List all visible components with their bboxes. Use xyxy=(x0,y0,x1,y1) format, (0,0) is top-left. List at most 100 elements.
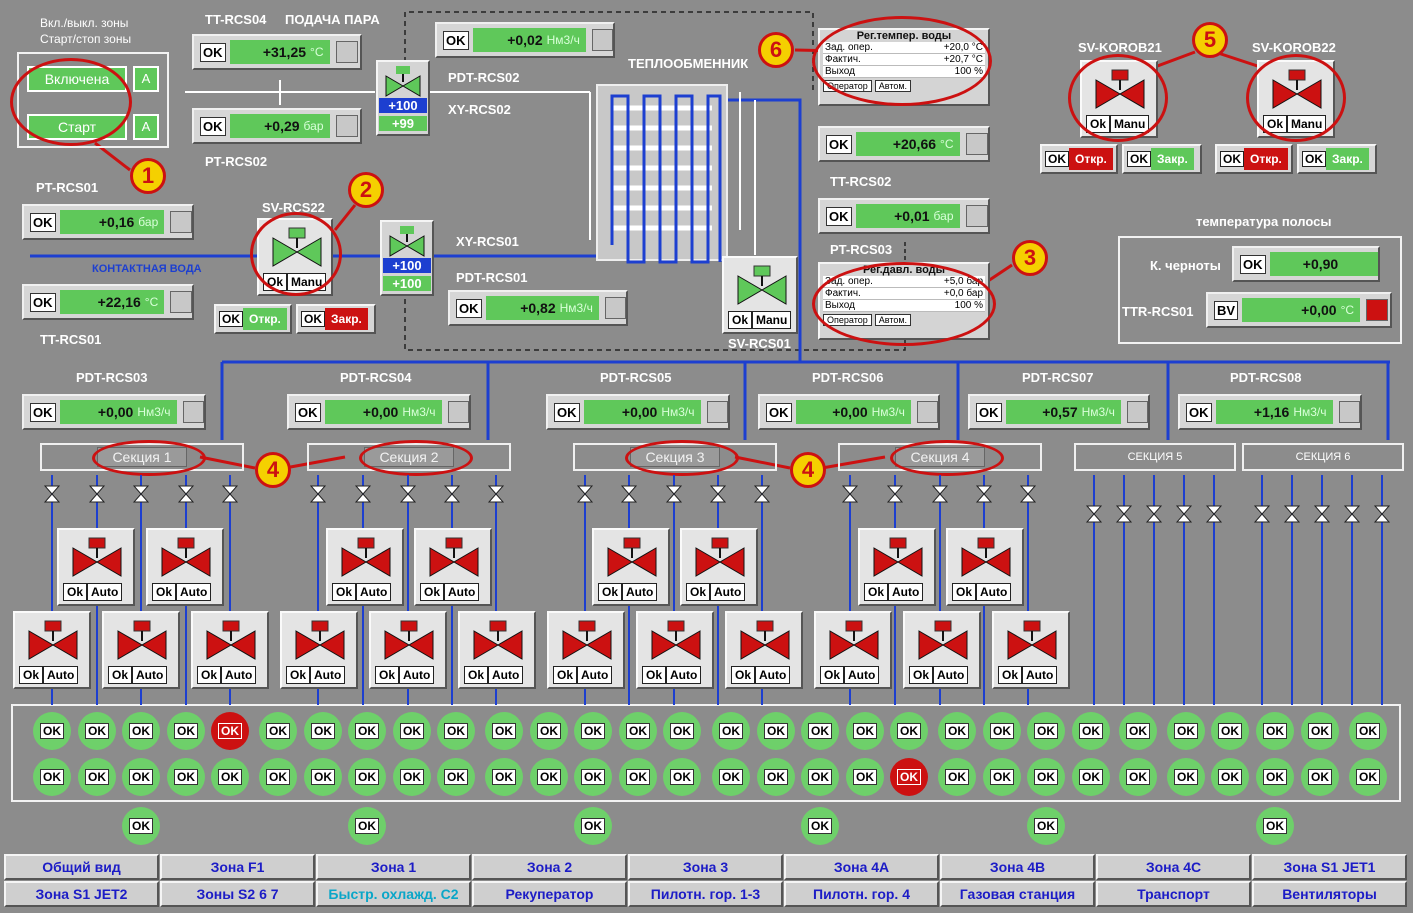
gate-valve-icon[interactable] xyxy=(1175,505,1193,523)
tt-rcs02-indicator[interactable]: OK +20,66°С xyxy=(818,126,990,162)
nozzle-ok-indicator[interactable]: OK xyxy=(1211,712,1249,750)
gate-valve-icon[interactable] xyxy=(931,485,949,503)
tab-row2-6[interactable]: Пилотн. гор. 4 xyxy=(784,881,939,907)
gate-valve-icon[interactable] xyxy=(753,485,771,503)
nozzle-ok-indicator[interactable]: OK xyxy=(78,712,116,750)
zone-start-auto-button[interactable]: A xyxy=(133,114,159,140)
gate-valve-icon[interactable] xyxy=(399,485,417,503)
nozzle-ok-indicator[interactable]: OK xyxy=(1167,712,1205,750)
nozzle-ok-indicator[interactable]: OK xyxy=(33,712,71,750)
nozzle-ok-indicator[interactable]: OK xyxy=(619,712,657,750)
nozzle-ok-indicator[interactable]: OK xyxy=(1349,758,1387,796)
gate-valve-icon[interactable] xyxy=(443,485,461,503)
gate-valve-icon[interactable] xyxy=(177,485,195,503)
nozzle-ok-indicator[interactable]: OK xyxy=(1256,712,1294,750)
section-ok-indicator[interactable]: OK xyxy=(348,807,386,845)
nozzle-ok-indicator[interactable]: OK xyxy=(348,712,386,750)
gate-valve-icon[interactable] xyxy=(132,485,150,503)
nozzle-ok-indicator[interactable]: OK xyxy=(530,758,568,796)
nozzle-ok-indicator[interactable]: OK xyxy=(530,712,568,750)
tab-5[interactable]: Зона 3 xyxy=(628,854,783,880)
tab-row2-8[interactable]: Транспорт xyxy=(1096,881,1251,907)
nozzle-ok-indicator[interactable]: OK xyxy=(801,758,839,796)
nozzle-ok-indicator[interactable]: OK xyxy=(211,758,249,796)
ttr-rcs01-indicator[interactable]: BV +0,00°С xyxy=(1206,292,1392,328)
nozzle-ok-indicator[interactable]: OK xyxy=(846,758,884,796)
gate-valve-icon[interactable] xyxy=(487,485,505,503)
nozzle-ok-indicator[interactable]: OK xyxy=(33,758,71,796)
nozzle-ok-indicator[interactable]: OK xyxy=(259,712,297,750)
nozzle-ok-indicator[interactable]: OK xyxy=(663,712,701,750)
nozzle-ok-indicator[interactable]: OK xyxy=(619,758,657,796)
gate-valve-icon[interactable] xyxy=(1373,505,1391,523)
gate-valve-icon[interactable] xyxy=(1019,485,1037,503)
nozzle-alarm-indicator[interactable]: OK xyxy=(890,758,928,796)
section-ok-indicator[interactable]: OK xyxy=(122,807,160,845)
nozzle-ok-indicator[interactable]: OK xyxy=(1027,758,1065,796)
nozzle-ok-indicator[interactable]: OK xyxy=(712,758,750,796)
tab-3[interactable]: Зона 1 xyxy=(316,854,471,880)
blackness-indicator[interactable]: OK +0,90 xyxy=(1232,246,1380,282)
gate-valve-icon[interactable] xyxy=(1253,505,1271,523)
zone-enabled-auto-button[interactable]: A xyxy=(133,66,159,92)
nozzle-ok-indicator[interactable]: OK xyxy=(757,712,795,750)
nozzle-ok-indicator[interactable]: OK xyxy=(167,712,205,750)
gate-valve-icon[interactable] xyxy=(1205,505,1223,523)
nozzle-ok-indicator[interactable]: OK xyxy=(304,712,342,750)
tab-6[interactable]: Зона 4A xyxy=(784,854,939,880)
nozzle-ok-indicator[interactable]: OK xyxy=(485,758,523,796)
gate-valve-icon[interactable] xyxy=(1085,505,1103,523)
nozzle-ok-indicator[interactable]: OK xyxy=(259,758,297,796)
tab-9[interactable]: Зона S1 JET1 xyxy=(1252,854,1407,880)
gate-valve-icon[interactable] xyxy=(1343,505,1361,523)
gate-valve-icon[interactable] xyxy=(88,485,106,503)
tab-row2-2[interactable]: Зоны S2 6 7 xyxy=(160,881,315,907)
section-ok-indicator[interactable]: OK xyxy=(801,807,839,845)
gate-valve-icon[interactable] xyxy=(1115,505,1133,523)
gate-valve-icon[interactable] xyxy=(620,485,638,503)
nozzle-ok-indicator[interactable]: OK xyxy=(437,712,475,750)
nozzle-ok-indicator[interactable]: OK xyxy=(167,758,205,796)
nozzle-ok-indicator[interactable]: OK xyxy=(1256,758,1294,796)
nozzle-ok-indicator[interactable]: OK xyxy=(890,712,928,750)
nozzle-ok-indicator[interactable]: OK xyxy=(1349,712,1387,750)
tab-1[interactable]: Общий вид xyxy=(4,854,159,880)
gate-valve-icon[interactable] xyxy=(1145,505,1163,523)
nozzle-ok-indicator[interactable]: OK xyxy=(393,712,431,750)
xy-rcs01-valve[interactable]: +100 +100 xyxy=(380,220,434,296)
nozzle-ok-indicator[interactable]: OK xyxy=(663,758,701,796)
nozzle-ok-indicator[interactable]: OK xyxy=(122,712,160,750)
nozzle-ok-indicator[interactable]: OK xyxy=(1072,712,1110,750)
gate-valve-icon[interactable] xyxy=(1283,505,1301,523)
nozzle-ok-indicator[interactable]: OK xyxy=(1211,758,1249,796)
tab-row2-9[interactable]: Вентиляторы xyxy=(1252,881,1407,907)
nozzle-ok-indicator[interactable]: OK xyxy=(574,758,612,796)
tab-2[interactable]: Зона F1 xyxy=(160,854,315,880)
tab-8[interactable]: Зона 4C xyxy=(1096,854,1251,880)
section-ok-indicator[interactable]: OK xyxy=(574,807,612,845)
nozzle-alarm-indicator[interactable]: OK xyxy=(211,712,249,750)
nozzle-ok-indicator[interactable]: OK xyxy=(1119,758,1157,796)
